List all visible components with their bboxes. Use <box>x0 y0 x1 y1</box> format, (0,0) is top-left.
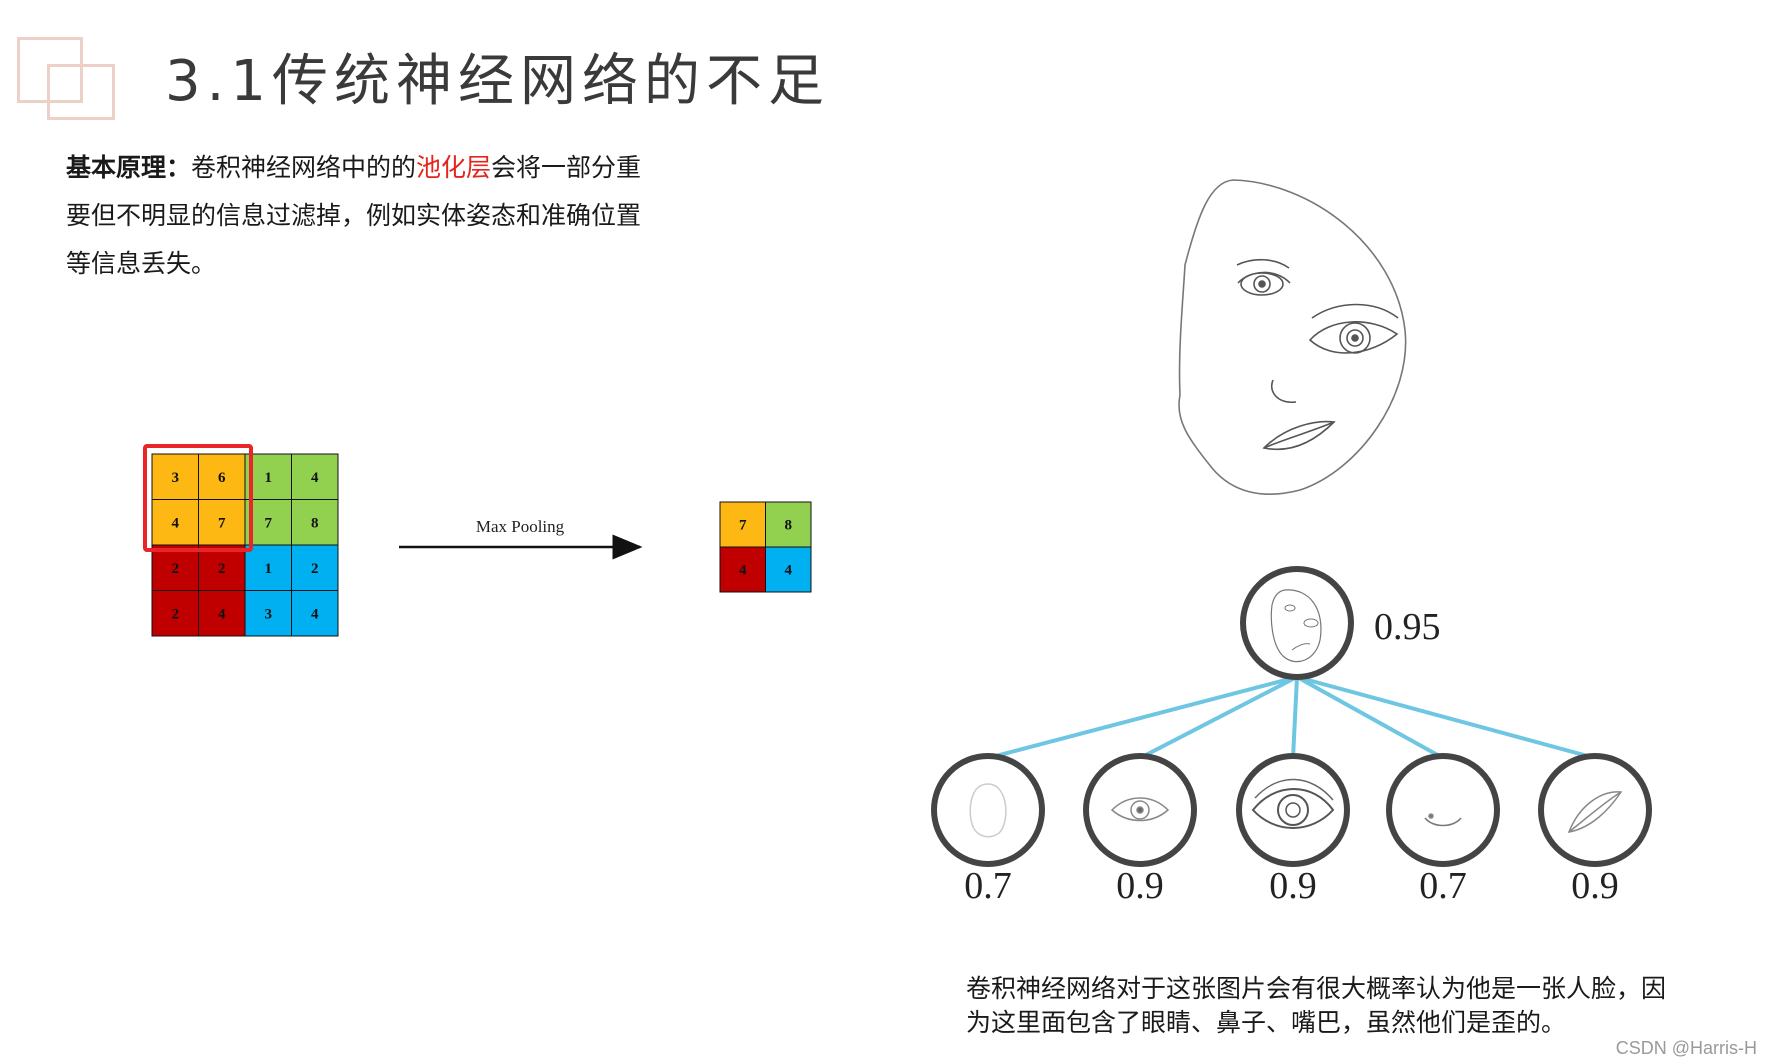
output-cell-value: 4 <box>739 563 747 579</box>
input-cell-value: 2 <box>172 606 180 622</box>
input-cell-value: 2 <box>218 561 226 577</box>
output-cell-value: 7 <box>739 518 747 534</box>
part-node <box>1386 753 1500 867</box>
input-cell-value: 2 <box>172 561 180 577</box>
input-cell <box>151 544 199 591</box>
input-cell-value: 6 <box>218 470 226 486</box>
input-cell-value: 2 <box>311 561 319 577</box>
input-cell <box>198 499 246 546</box>
input-cell-value: 3 <box>265 606 273 622</box>
max-pooling-label: Max Pooling <box>476 517 565 536</box>
input-cell-value: 8 <box>311 515 319 531</box>
part-score: 0.7 <box>964 865 1012 907</box>
tree-link <box>1291 676 1299 759</box>
principle-text-after: 会将一部分重要但不明显的信息过滤掉，例如实体姿态和准确位置等信息丢失。 <box>66 153 642 278</box>
tree-links <box>987 675 1596 760</box>
input-cell-value: 4 <box>311 606 319 622</box>
output-cell <box>719 501 766 548</box>
input-cell <box>198 453 246 500</box>
input-cell <box>291 499 339 546</box>
principle-label: 基本原理： <box>66 153 192 182</box>
part-node-circle <box>1538 753 1652 867</box>
input-cell <box>244 590 292 637</box>
input-cell <box>291 590 339 637</box>
root-face-node <box>1240 566 1354 680</box>
input-cell-value: 7 <box>218 515 226 531</box>
part-score: 0.9 <box>1269 865 1317 907</box>
principle-text-before: 卷积神经网络中的的 <box>191 153 417 182</box>
root-score: 0.95 <box>1374 606 1441 648</box>
part-node <box>1538 753 1652 867</box>
input-cell-value: 3 <box>172 470 180 486</box>
nose-icon <box>1424 813 1462 827</box>
input-cell <box>151 453 199 500</box>
part-node-circle <box>931 753 1045 867</box>
pooling-window-highlight <box>143 444 253 552</box>
input-cell <box>198 544 246 591</box>
input-cell <box>291 544 339 591</box>
large-eye-icon <box>1251 778 1335 829</box>
principle-paragraph: 基本原理：卷积神经网络中的的池化层会将一部分重要但不明显的信息过滤掉，例如实体姿… <box>66 144 646 288</box>
part-node <box>931 753 1045 867</box>
tree-link <box>1139 675 1298 760</box>
input-cell-value: 4 <box>311 470 319 486</box>
face-caption: 卷积神经网络对于这张图片会有很大概率认为他是一张人脸，因为这里面包含了眼睛、鼻子… <box>966 974 1667 1037</box>
tree-link <box>987 675 1298 760</box>
part-score: 0.9 <box>1571 865 1619 907</box>
output-cell-value: 4 <box>785 563 793 579</box>
logo-square-front <box>47 64 115 120</box>
small-eye-icon <box>1110 797 1170 822</box>
distorted-face-sketch <box>1178 179 1407 496</box>
output-cell <box>765 546 812 593</box>
pooling-layer-highlight: 池化层 <box>416 153 492 182</box>
tree-link <box>1296 675 1444 760</box>
tree-children: 0.7 0.9 0.9 0.7 0.9 <box>931 753 1652 907</box>
face-outline-icon <box>969 783 1007 838</box>
part-node <box>1083 753 1197 867</box>
input-cell-value: 1 <box>265 561 273 577</box>
watermark: CSDN @Harris-H <box>1615 1038 1757 1058</box>
part-node <box>1236 753 1350 867</box>
part-score: 0.7 <box>1419 865 1467 907</box>
input-cell-value: 1 <box>265 470 273 486</box>
logo-square-back <box>17 37 83 103</box>
part-score: 0.9 <box>1116 865 1164 907</box>
part-node-circle <box>1386 753 1500 867</box>
output-cell-value: 8 <box>785 518 793 534</box>
output-cell <box>765 501 812 548</box>
input-cell <box>244 544 292 591</box>
output-cell <box>719 546 766 593</box>
tree-link <box>1296 675 1596 760</box>
input-cell-value: 4 <box>172 515 180 531</box>
input-cell <box>151 590 199 637</box>
lips-icon <box>1567 791 1623 833</box>
page-title: 3.1传统神经网络的不足 <box>165 49 831 114</box>
input-cell-value: 7 <box>265 515 273 531</box>
part-node-circle <box>1236 753 1350 867</box>
pooling-output-grid: 7 8 4 4 <box>719 501 812 593</box>
input-cell-value: 4 <box>218 606 226 622</box>
pooling-input-grid: 3 6 1 4 4 7 7 8 2 2 1 2 2 4 3 4 <box>151 453 339 637</box>
